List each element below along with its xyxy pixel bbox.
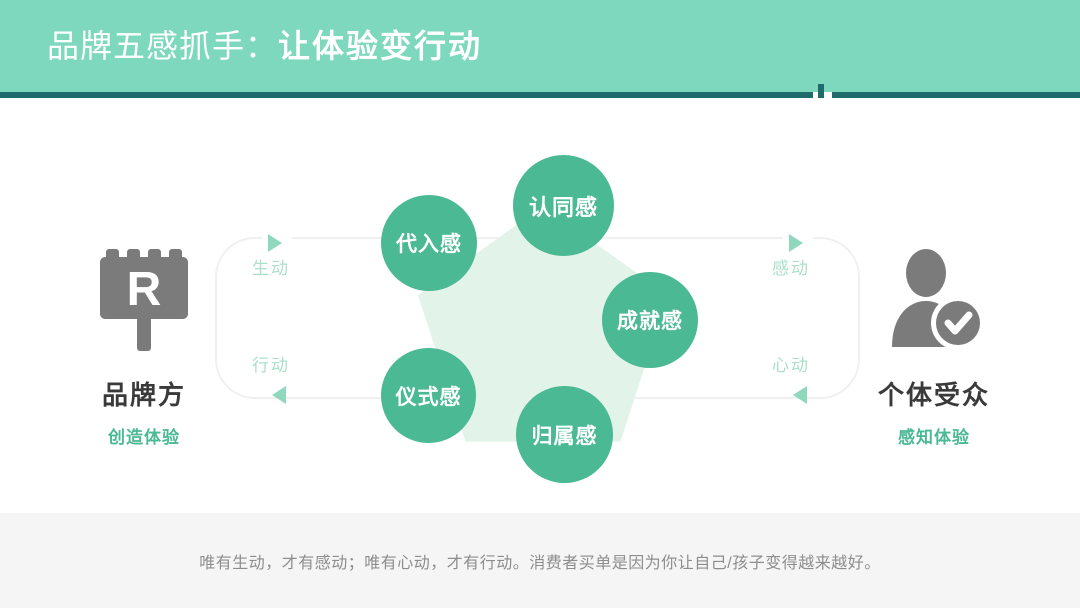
flow-arrow-right-icon	[268, 234, 282, 252]
page-title-emphasis: 让体验变行动	[278, 28, 483, 64]
entity-audience-sub: 感知体验	[898, 428, 970, 447]
slide-header: 品牌五感抓手：让体验变行动	[0, 0, 1080, 92]
user-verified-icon	[834, 243, 1034, 355]
flow-arrow-right-icon	[789, 234, 803, 252]
svg-text:R: R	[127, 263, 162, 316]
flow-arrow-left-icon	[272, 386, 286, 404]
flow-label-gandong: 感动	[772, 259, 810, 278]
entity-audience: 个体受众 感知体验	[834, 243, 1034, 448]
entity-brand-name: 品牌方	[101, 380, 186, 410]
sense-circle-rentonggan[interactable]: 认同感	[513, 155, 614, 256]
flow-label-shengdong: 生动	[252, 259, 290, 278]
entity-audience-name: 个体受众	[877, 380, 990, 410]
flow-arrow-left-icon	[793, 386, 807, 404]
flow-label-xingdong: 行动	[252, 356, 290, 375]
entity-brand: R 品牌方 创造体验	[44, 243, 244, 448]
flow-label-xindong: 心动	[772, 356, 810, 375]
entity-brand-sub: 创造体验	[108, 428, 180, 447]
header-rule-right	[832, 92, 1080, 98]
sense-circle-chengjiugan[interactable]: 成就感	[602, 272, 698, 368]
footer-caption: 唯有生动，才有感动；唯有心动，才有行动。消费者买单是因为你让自己/孩子变得越来越…	[199, 554, 881, 572]
brand-stamp-icon: R	[44, 243, 244, 355]
page-title-prefix: 品牌五感抓手：	[47, 28, 279, 64]
diagram-stage: 生动 行动 感动 心动 代入感 认同感 成就感 归属感 仪式感	[0, 98, 1080, 513]
header-rule-left	[0, 92, 813, 98]
sense-circle-dairugan[interactable]: 代入感	[381, 195, 477, 291]
sense-circle-guishugan[interactable]: 归属感	[516, 386, 613, 483]
slide-footer: 唯有生动，才有感动；唯有心动，才有行动。消费者买单是因为你让自己/孩子变得越来越…	[0, 513, 1080, 608]
page-title: 品牌五感抓手：让体验变行动	[47, 30, 482, 62]
sense-circle-yishigan[interactable]: 仪式感	[381, 348, 476, 443]
